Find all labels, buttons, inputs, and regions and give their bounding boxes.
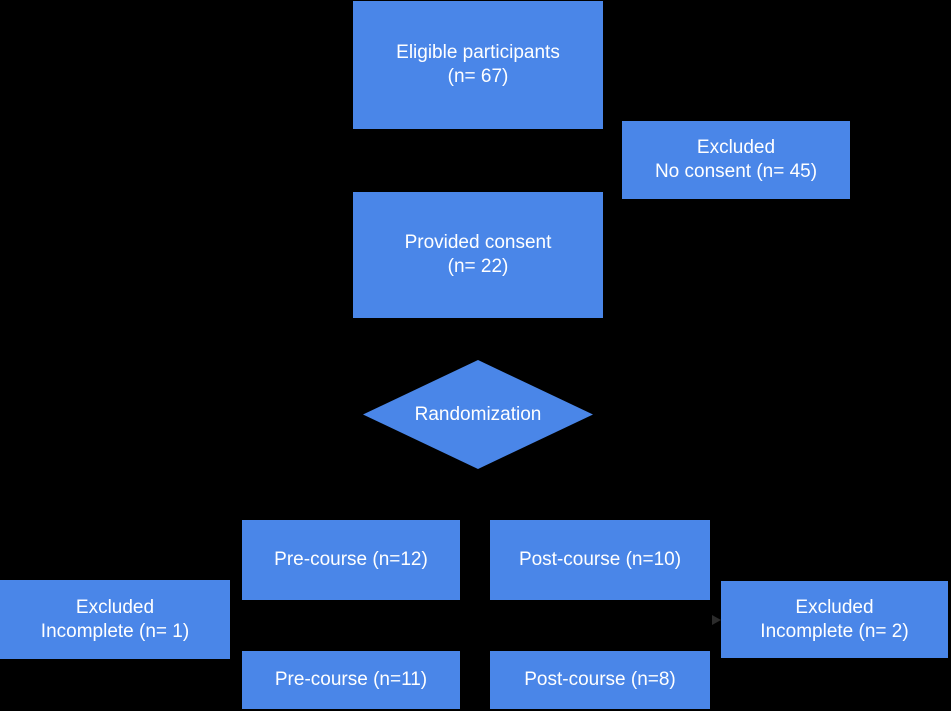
node-label: Excluded	[75, 596, 155, 618]
node-provided-consent: Provided consent (n= 22)	[353, 192, 603, 318]
node-count: Incomplete (n= 1)	[40, 620, 190, 642]
node-pre-course-bottom: Pre-course (n=11)	[242, 651, 460, 709]
node-label: Post-course (n=8)	[524, 669, 676, 690]
node-eligible-participants: Eligible participants (n= 67)	[353, 1, 603, 129]
node-randomization-diamond: Randomization	[363, 360, 593, 469]
node-post-course-bottom: Post-course (n=8)	[490, 651, 710, 709]
node-post-course-top: Post-course (n=10)	[490, 520, 710, 600]
node-count: No consent (n= 45)	[654, 161, 818, 182]
node-count: Incomplete (n= 2)	[760, 620, 909, 642]
node-label: Pre-course (n=11)	[274, 669, 428, 690]
node-label: Excluded	[696, 137, 776, 158]
node-label: Provided consent	[404, 232, 552, 253]
node-excluded-no-consent: Excluded No consent (n= 45)	[622, 121, 850, 199]
node-label: Randomization	[414, 403, 542, 425]
node-label: Pre-course (n=12)	[274, 549, 428, 570]
node-label: Post-course (n=10)	[518, 549, 682, 570]
arrowhead-icon	[712, 615, 721, 625]
node-count: (n= 22)	[447, 256, 509, 277]
node-excluded-incomplete-left: Excluded Incomplete (n= 1)	[0, 580, 230, 659]
node-pre-course-top: Pre-course (n=12)	[242, 520, 460, 600]
node-count: (n= 67)	[447, 66, 509, 87]
node-label: Eligible participants	[396, 42, 560, 63]
node-label: Excluded	[795, 596, 874, 618]
node-excluded-incomplete-right: Excluded Incomplete (n= 2)	[721, 581, 948, 658]
